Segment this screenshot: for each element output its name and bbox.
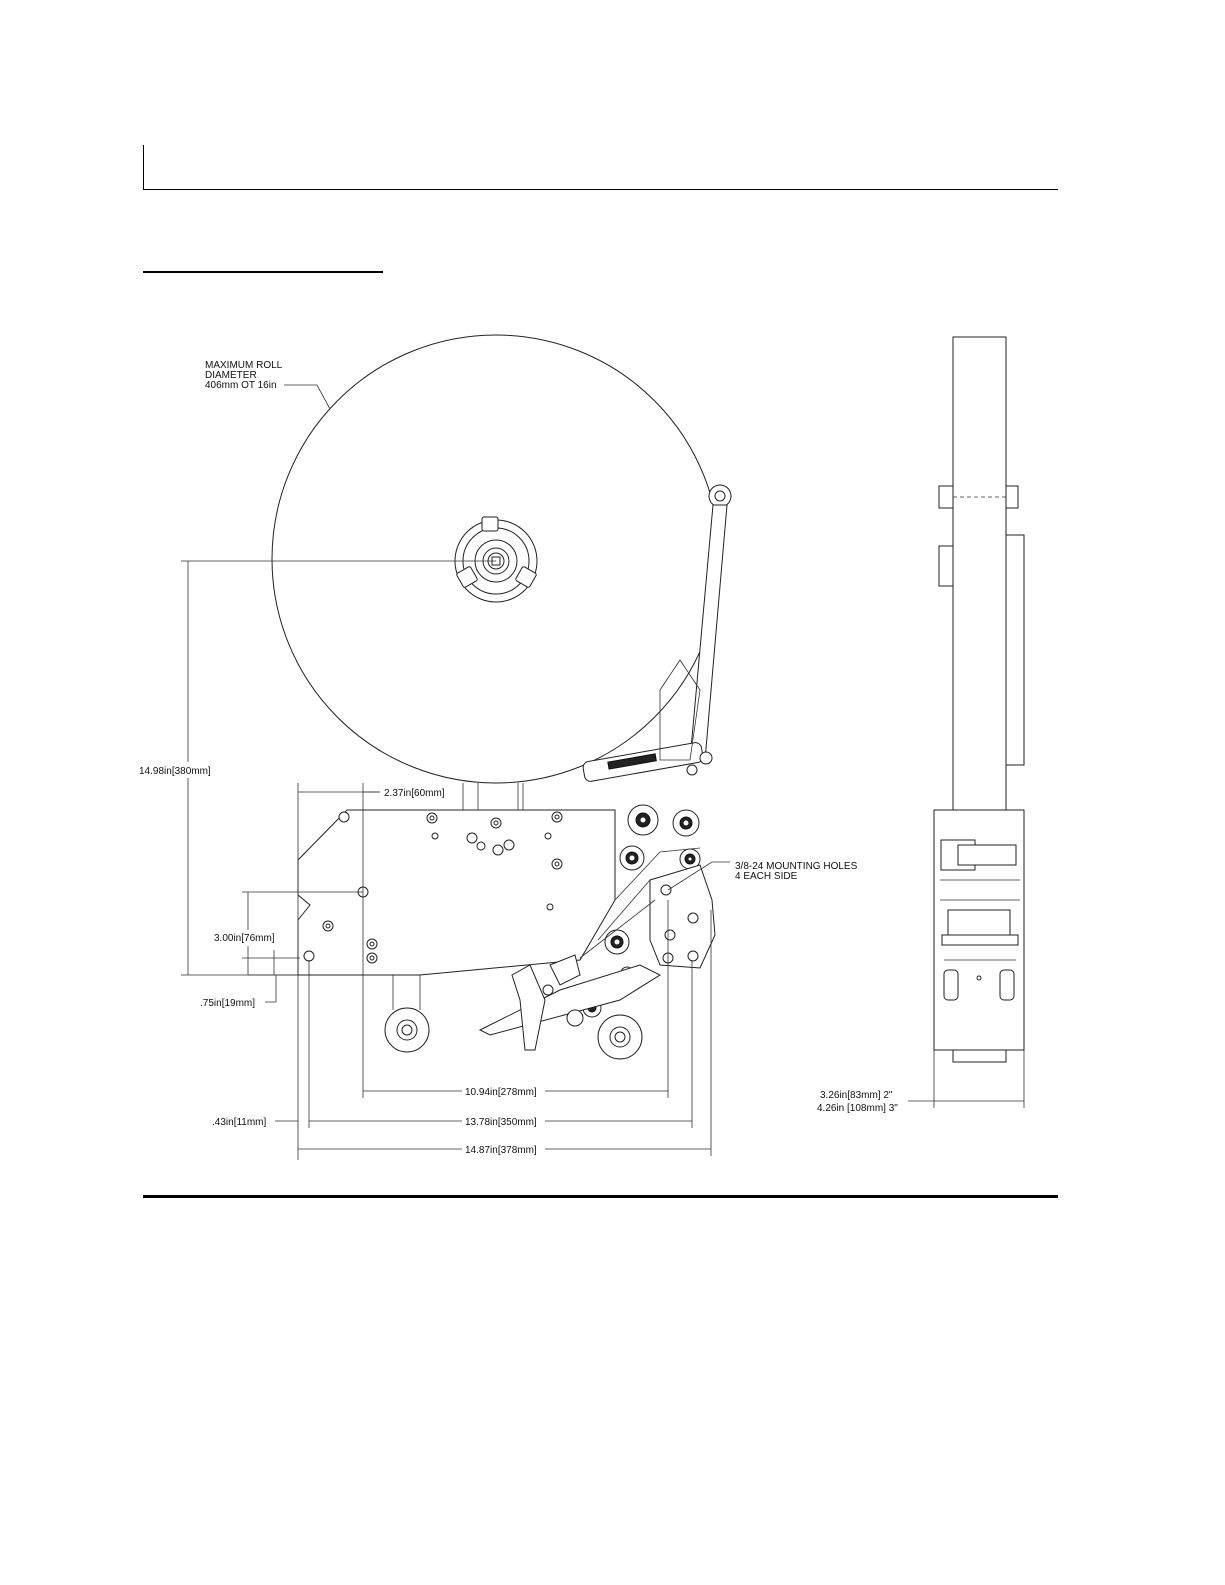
dim-width-holes: 13.78in[350mm] xyxy=(465,1117,537,1128)
front-view xyxy=(272,335,731,1059)
mount-label-line-2: 4 EACH SIDE xyxy=(735,871,798,882)
frame-plate xyxy=(298,810,615,975)
dim-side-width-2: 4.26in [108mm] 3" xyxy=(817,1103,898,1114)
dim-width-total: 14.87in[378mm] xyxy=(465,1145,537,1156)
dim-side-width-1: 3.26in[83mm] 2" xyxy=(820,1090,893,1101)
dim-offset-top: 2.37in[60mm] xyxy=(384,788,445,799)
dim-hole-offset-h: .43in[11mm] xyxy=(212,1117,267,1128)
dim-hole-offset-v: .75in[19mm] xyxy=(200,998,255,1009)
dim-width-inner: 10.94in[278mm] xyxy=(465,1087,537,1098)
side-view xyxy=(934,337,1024,1062)
dim-height-total: 14.98in[380mm] xyxy=(139,766,211,777)
dim-hole-spacing-v: 3.00in[76mm] xyxy=(214,933,275,944)
roll-label-line-3: 406mm OT 16in xyxy=(205,380,277,391)
